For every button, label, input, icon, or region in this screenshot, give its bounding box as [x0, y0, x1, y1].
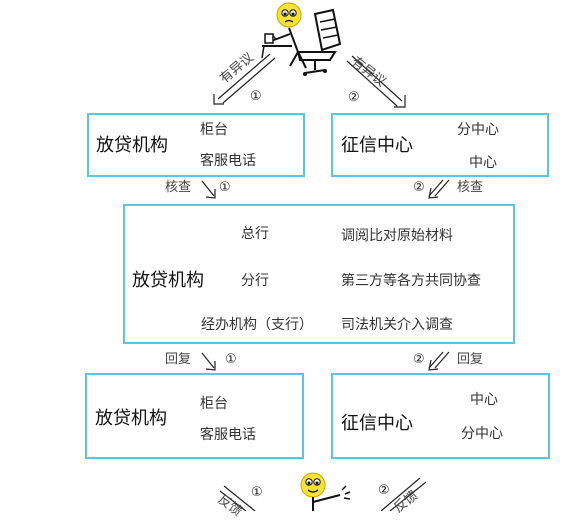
- person-waving-icon: [300, 472, 351, 511]
- row1-lender-title: 放贷机构: [96, 135, 168, 156]
- mid-right-arrow: [428, 179, 450, 199]
- reply-left-label: 回复: [165, 352, 192, 367]
- row3-credit-center-item-center: 中心: [470, 392, 498, 408]
- center-lender-box: 放贷机构 总行 分行 经办机构（支行） 调阅比对原始材料 第三方等各方共同协查 …: [123, 204, 515, 344]
- row1-credit-center-box: 征信中心 分中心 中心: [331, 113, 549, 177]
- top-left-arrow: [213, 53, 276, 105]
- top-right-arrow: [346, 55, 406, 108]
- top-right-number: ②: [348, 90, 360, 105]
- mid-right-label: 核查: [457, 180, 484, 195]
- row3-credit-center-title: 征信中心: [341, 413, 413, 434]
- row3-lender-item-counter: 柜台: [200, 396, 228, 412]
- center-lender-title: 放贷机构: [132, 270, 204, 291]
- row1-credit-center-item-branch: 分中心: [457, 122, 499, 138]
- mid-right-number: ②: [413, 180, 425, 195]
- center-method-records: 调阅比对原始材料: [341, 228, 453, 244]
- row1-credit-center-item-center: 中心: [469, 155, 497, 171]
- row1-lender-item-hotline: 客服电话: [200, 153, 256, 169]
- reply-left-arrow: [201, 352, 216, 371]
- row3-credit-center-item-branch: 分中心: [461, 426, 503, 442]
- reply-right-label: 回复: [457, 352, 484, 367]
- row1-lender-item-counter: 柜台: [200, 122, 228, 138]
- reply-right-number: ②: [413, 352, 425, 367]
- reply-left-number: ①: [225, 352, 237, 367]
- center-hierarchy-branch: 分行: [241, 273, 269, 289]
- top-left-number: ①: [250, 89, 262, 104]
- row1-credit-center-title: 征信中心: [341, 135, 413, 156]
- row1-lender-box: 放贷机构 柜台 客服电话: [87, 113, 305, 177]
- reply-right-arrow: [428, 351, 450, 371]
- bottom-right-arrow: [380, 477, 427, 511]
- row3-lender-item-hotline: 客服电话: [200, 427, 256, 443]
- row3-lender-box: 放贷机构 柜台 客服电话: [85, 373, 304, 459]
- mid-left-arrow: [201, 180, 216, 199]
- center-hierarchy-sub-branch: 经办机构（支行）: [201, 317, 313, 333]
- center-method-judicial: 司法机关介入调查: [341, 317, 453, 333]
- bottom-left-number: ①: [251, 485, 263, 500]
- person-at-desk-icon: [261, 2, 342, 76]
- center-hierarchy-head-office: 总行: [241, 226, 269, 242]
- bottom-left-arrow: [219, 485, 256, 511]
- bottom-right-number: ②: [378, 483, 390, 498]
- mid-left-number: ①: [219, 180, 231, 195]
- mid-left-label: 核查: [165, 180, 192, 195]
- row3-credit-center-box: 征信中心 中心 分中心: [331, 373, 550, 459]
- center-method-third-party: 第三方等各方共同协查: [341, 273, 481, 289]
- row3-lender-title: 放贷机构: [95, 408, 167, 429]
